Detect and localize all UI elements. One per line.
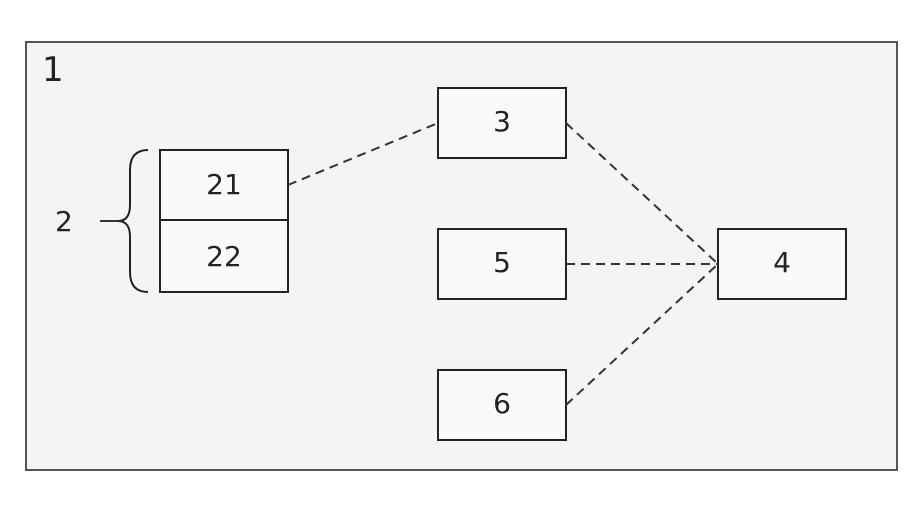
- box-21-label: 21: [160, 168, 288, 201]
- box-4-label: 4: [718, 246, 846, 279]
- box-5-label: 5: [438, 246, 566, 279]
- group-label: 2: [55, 205, 73, 238]
- box-22-label: 22: [160, 240, 288, 273]
- box-6-label: 6: [438, 387, 566, 420]
- outer-label: 1: [42, 50, 64, 90]
- box-3-label: 3: [438, 105, 566, 138]
